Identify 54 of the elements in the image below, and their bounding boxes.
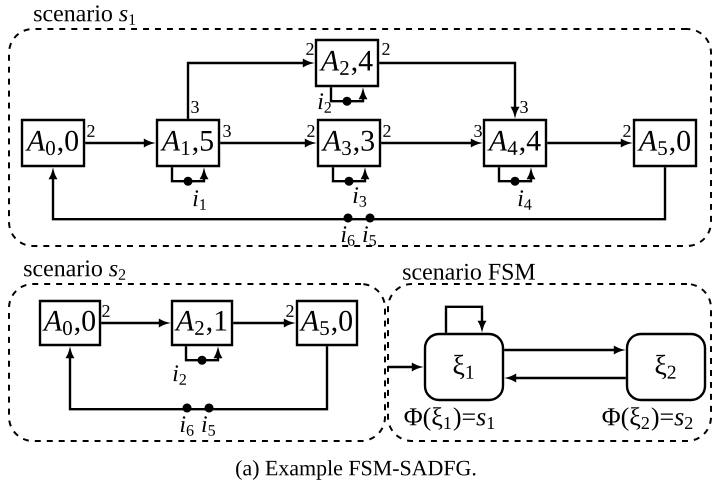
arrow <box>504 346 622 354</box>
arrow <box>508 374 626 382</box>
node-label: scenario s$_{2}$ <box>24 260 126 280</box>
node-label: scenario FSM <box>403 264 535 280</box>
rate-label: 3 <box>191 100 199 114</box>
caption: (a) Example FSM-SADFG. <box>236 460 476 480</box>
arrow <box>547 139 630 147</box>
rate-label: 2 <box>623 125 630 137</box>
arrow <box>388 363 420 371</box>
rate-label: 3 <box>223 124 231 138</box>
process-box: A$_{3}$,3 <box>316 118 382 168</box>
arrow <box>101 319 168 327</box>
rate-label: 3 <box>520 100 528 114</box>
process-box: A$_{0}$,0 <box>38 300 102 346</box>
edge-label: i$_{2}$ <box>318 93 331 113</box>
state-caption: Φ(ξ$_{2}$)=s$_{2}$ <box>602 407 692 431</box>
state-caption: Φ(ξ$_{1}$)=s$_{1}$ <box>404 407 494 431</box>
rate-label: 2 <box>306 43 314 55</box>
arrow <box>233 319 292 327</box>
state-box: ξ$_{1}$ <box>424 332 504 402</box>
edge-label: i$_{1}$ <box>194 190 206 210</box>
arrow <box>498 167 535 186</box>
arrow <box>444 306 486 333</box>
arrow <box>186 59 312 119</box>
edge-label: i$_{3}$ <box>354 187 366 207</box>
edge-label: i$_{6}$ i$_{5}$ <box>180 416 215 436</box>
process-box: A$_{1}$,5 <box>156 118 220 168</box>
process-box: A$_{5}$,0 <box>632 118 698 168</box>
arrow <box>85 139 152 147</box>
rate-label: 2 <box>87 125 94 137</box>
rate-label: 2 <box>307 125 314 137</box>
process-box: A$_{0}$,0 <box>20 118 86 168</box>
arrow <box>184 346 222 365</box>
node-label: scenario s$_{1}$ <box>34 5 136 25</box>
rate-label: 2 <box>102 305 110 317</box>
arrow <box>379 62 519 116</box>
process-box: A$_{5}$,0 <box>296 300 358 346</box>
process-box: A$_{2}$,1 <box>170 300 234 346</box>
arrow <box>170 167 208 186</box>
state-box: ξ$_{2}$ <box>626 332 706 402</box>
rate-label: 2 <box>286 305 294 317</box>
rate-label: 2 <box>383 125 390 137</box>
process-box: A$_{2}$,4 <box>314 38 380 88</box>
arrow <box>66 346 328 410</box>
edge-label: i$_{4}$ <box>518 190 532 210</box>
rate-label: 3 <box>474 124 482 138</box>
arrow <box>332 167 369 186</box>
edge-label: i$_{2}$ <box>174 365 186 385</box>
arrow <box>330 87 367 106</box>
arrow <box>49 167 666 220</box>
rate-label: 2 <box>382 43 390 55</box>
arrow <box>220 139 314 147</box>
process-box: A$_{4}$,4 <box>482 118 548 168</box>
arrow <box>381 139 480 147</box>
